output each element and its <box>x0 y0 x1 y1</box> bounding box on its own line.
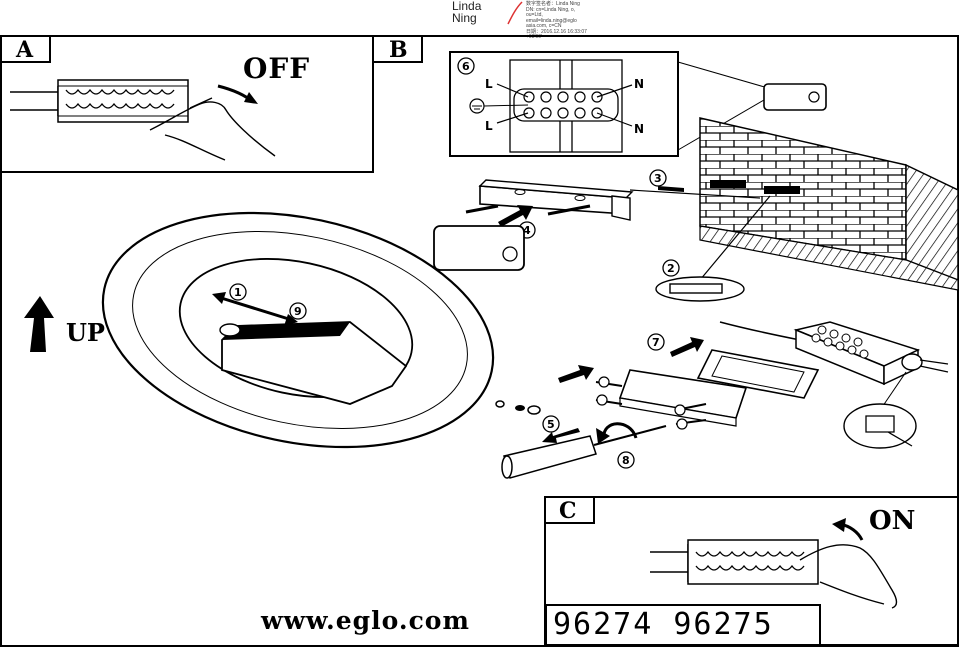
floor-cross-section <box>699 225 959 291</box>
step-7-label: 7 <box>652 336 660 349</box>
signer-detail-line: email=linda.ning@eglo <box>526 17 577 24</box>
step-4-arrow-icon <box>498 205 533 227</box>
signer-name-line1: Linda <box>452 0 482 13</box>
signer-detail-line: asia.com, c=CN <box>526 23 562 29</box>
step-9-label: 9 <box>294 305 302 318</box>
step-3-label: 3 <box>654 172 662 185</box>
model-number-box <box>545 604 821 646</box>
model-numbers: 96274 96275 <box>553 607 774 642</box>
terminal-block-icon <box>57 79 189 123</box>
hand-c-icon <box>799 544 898 609</box>
step-7-badge <box>647 333 665 351</box>
step-3-arrow-icon <box>658 186 684 192</box>
supply-cable-icon <box>719 321 801 341</box>
panel-a-letter: A <box>15 37 34 63</box>
release-screw-icon <box>219 323 241 337</box>
label-neutral-bottom: N <box>634 122 644 136</box>
panel-a: A <box>0 35 374 173</box>
screw-icons <box>595 376 707 430</box>
step-5-arrow-icon <box>542 428 580 443</box>
junction-box-small-icon <box>763 83 827 111</box>
step-8-badge <box>617 451 635 469</box>
terminal-cable-icon <box>10 86 59 116</box>
signer-detail-line: DN: cn=Linda Ning, o, <box>526 6 576 13</box>
wiring-inset: L L N N 6 <box>449 51 827 157</box>
up-label: UP <box>66 318 105 347</box>
junction-box-open-icon <box>793 321 949 386</box>
page-frame <box>0 35 959 647</box>
panel-c-letter-box <box>544 496 595 524</box>
step-2-badge <box>662 259 680 277</box>
step-5-label: 5 <box>547 418 555 431</box>
panel-c-letter: C <box>559 498 577 524</box>
panel-b-letter-box <box>372 35 423 63</box>
gasket-icon <box>696 349 820 399</box>
step-3-badge <box>649 169 667 187</box>
signature-swoosh <box>507 1 523 25</box>
step-6-badge <box>457 57 475 75</box>
step-6-label: 6 <box>462 60 470 73</box>
panel-b-letter: B <box>389 37 408 63</box>
signer-detail-line: 数字签名者：Linda Ning <box>526 1 580 7</box>
terminal-cable-c-icon <box>650 544 689 582</box>
website-url: www.eglo.com <box>261 606 470 635</box>
hand-icon <box>149 97 276 161</box>
screwdriver-icon <box>501 425 667 479</box>
terminal-block-c-icon <box>687 539 819 585</box>
panel-a-frame <box>0 35 374 173</box>
signer-detail-line: 日期：2016.12.16 16:33:07 <box>526 28 587 35</box>
off-arrowhead-icon <box>244 92 258 104</box>
panel-c: C <box>544 496 959 646</box>
step-5-badge <box>542 415 560 433</box>
up-arrow-icon <box>24 296 54 352</box>
step-9-badge <box>289 302 307 320</box>
panel-a-letter-box <box>0 35 51 63</box>
wall-plug-detail-icon <box>669 283 723 294</box>
label-live-bottom: L <box>485 119 493 133</box>
brick-wall <box>699 117 959 291</box>
step-2-label: 2 <box>667 262 675 275</box>
label-live-top: L <box>485 77 493 91</box>
insert-arrow-icon <box>558 365 594 383</box>
signer-name-line2: Ning <box>452 11 477 25</box>
step-1-9-arrow-icon <box>217 295 293 322</box>
on-label: ON <box>869 506 916 536</box>
step-4-label: 4 <box>523 224 531 237</box>
mounting-bracket-icon <box>465 179 634 221</box>
small-screws-icon <box>495 400 541 415</box>
label-neutral-top: N <box>634 77 644 91</box>
signer-detail-line: ou=Ltd, <box>526 12 543 18</box>
step-8-label: 8 <box>622 454 630 467</box>
wall-plug-left-icon <box>710 180 746 188</box>
step-7-arrow-icon <box>670 337 704 357</box>
step-1-label: 1 <box>234 286 242 299</box>
gland-detail-ellipse <box>843 403 917 449</box>
luminaire-icon <box>101 211 495 449</box>
step-1-badge <box>229 283 247 301</box>
signer-name: Linda Ning <box>452 0 481 24</box>
junction-box-medium-icon <box>433 225 525 271</box>
wall-plug-right-icon <box>764 186 800 194</box>
off-label: OFF <box>243 52 311 85</box>
